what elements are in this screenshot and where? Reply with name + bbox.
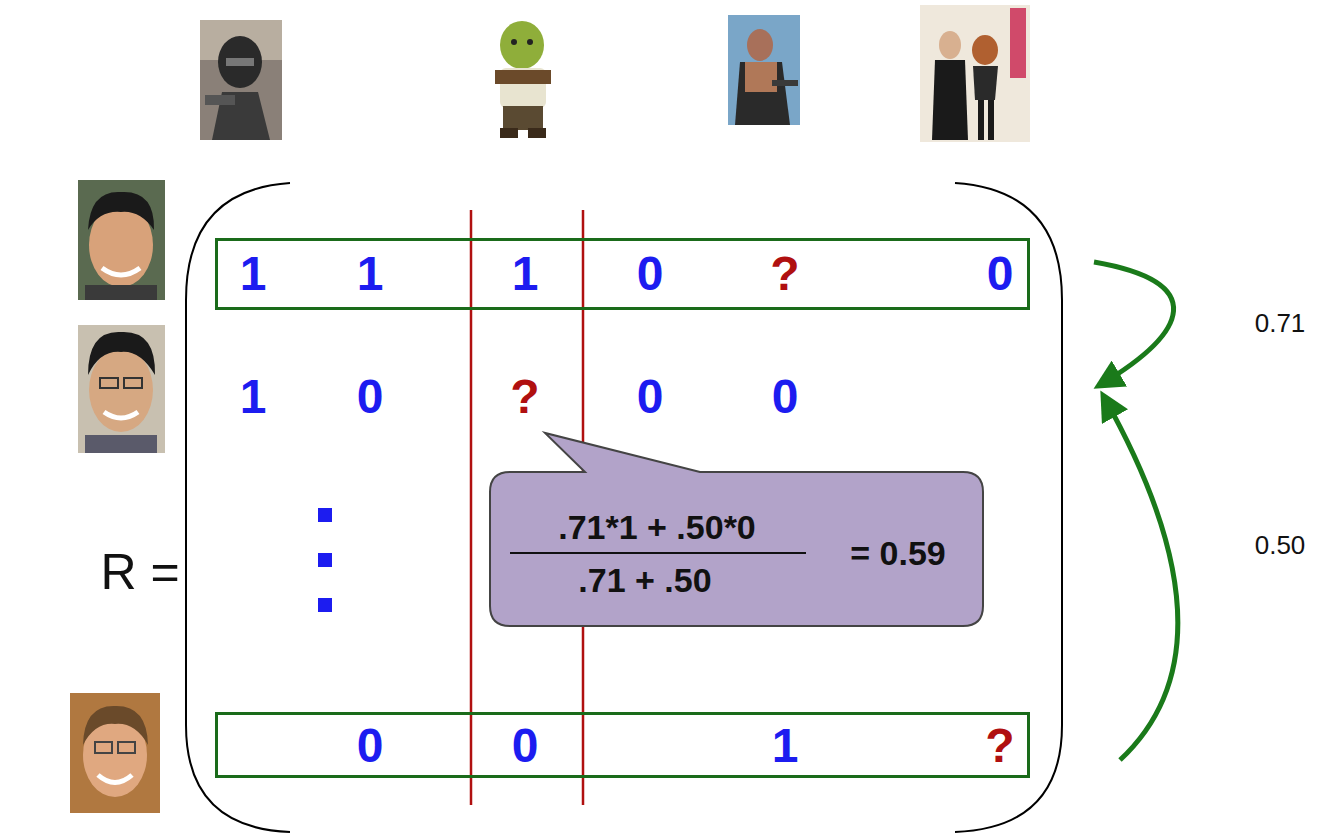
rating-value: 1	[357, 250, 384, 298]
similarity-weight: 0.71	[1255, 310, 1306, 336]
rating-value: ?	[985, 722, 1014, 770]
user-photo	[78, 325, 165, 453]
movie-poster	[728, 15, 800, 125]
rating-value: 1	[240, 373, 267, 421]
user-photo	[70, 693, 160, 813]
rating-value: 1	[512, 250, 539, 298]
rating-value: ?	[510, 373, 539, 421]
movie-poster	[200, 20, 282, 140]
rating-value: 1	[240, 250, 267, 298]
rating-row: 1 0? 0 0	[215, 355, 1100, 440]
rating-value: 0	[987, 250, 1014, 298]
movie-poster	[920, 5, 1030, 142]
matrix-label: R =	[100, 547, 179, 597]
similarity-weight: 0.50	[1255, 532, 1306, 558]
callout-outline	[490, 433, 983, 626]
formula-text: .71*1 + .50*0	[558, 510, 756, 544]
column-line	[470, 210, 473, 805]
user-photo	[78, 180, 165, 300]
similarity-arrow	[1104, 397, 1178, 760]
similarity-arrow	[1094, 262, 1174, 385]
movie-poster	[495, 21, 551, 138]
fraction-bar	[510, 552, 806, 554]
rating-value: 0	[637, 250, 664, 298]
rating-value: 0	[637, 373, 664, 421]
rating-value: 1	[772, 722, 799, 770]
rating-value: 0	[357, 373, 384, 421]
callout-bubble: .71*1 + .50*0 .71 + .50 = 0.59	[488, 430, 985, 628]
rating-row: 1 1 1 0? 0	[215, 238, 1030, 310]
formula-text: .71 + .50	[578, 563, 711, 597]
matrix-bracket	[186, 183, 290, 832]
rating-value: 0	[512, 722, 539, 770]
ellipsis-dots	[318, 508, 332, 612]
rating-value: 0	[772, 373, 799, 421]
rating-row: 0 0 1?	[215, 712, 1030, 778]
rating-value: 0	[357, 722, 384, 770]
formula-text: = 0.59	[850, 536, 945, 570]
rating-value: ?	[770, 250, 799, 298]
